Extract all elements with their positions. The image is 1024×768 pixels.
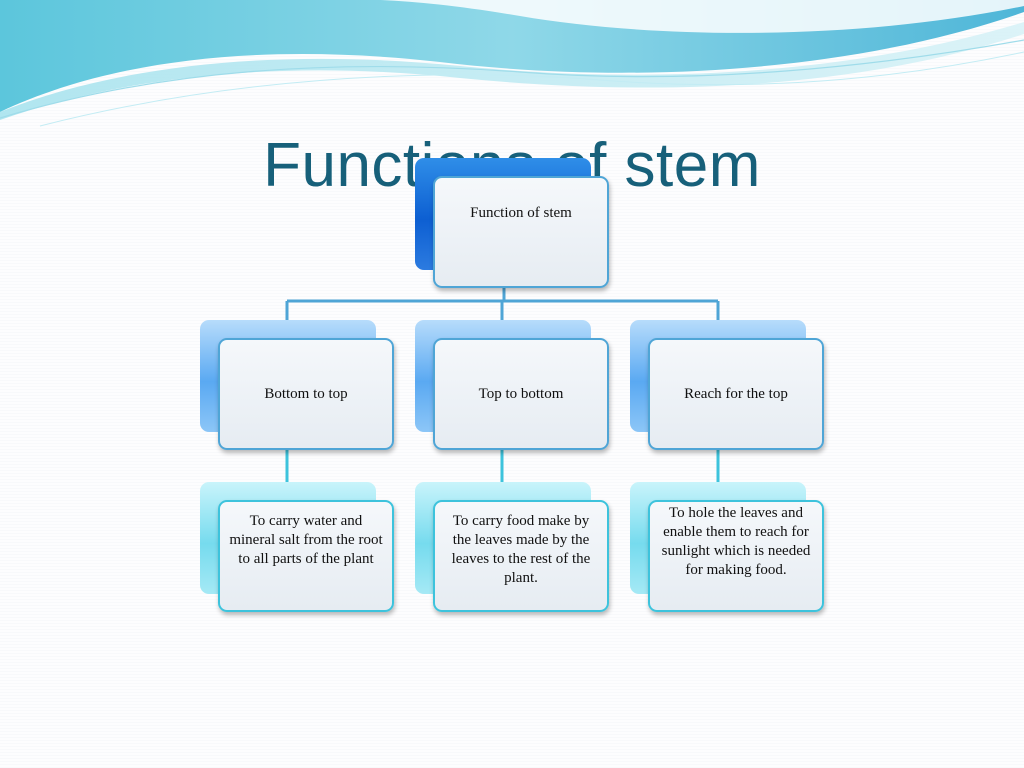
branch-node-2-box: Top to bottom bbox=[433, 338, 609, 450]
leaf-node-3-text: To hole the leaves and enable them to re… bbox=[661, 505, 811, 578]
branch-node-1-label: Bottom to top bbox=[264, 385, 348, 402]
leaf-node-2-text: To carry food make by the leaves made by… bbox=[451, 513, 591, 586]
branch-node-3-box: Reach for the top bbox=[648, 338, 824, 450]
root-node-box: Function of stem bbox=[433, 176, 609, 288]
branch-node-2-label: Top to bottom bbox=[478, 385, 564, 402]
leaf-node-1-text: To carry water and mineral salt from the… bbox=[229, 513, 383, 567]
leaf-node-1-box: To carry water and mineral salt from the… bbox=[218, 500, 394, 612]
wave-decoration bbox=[0, 0, 1024, 127]
root-node-label: Function of stem bbox=[470, 205, 572, 221]
branch-node-1-box: Bottom to top bbox=[218, 338, 394, 450]
leaf-node-2-box: To carry food make by the leaves made by… bbox=[433, 500, 609, 612]
leaf-node-3-box: To hole the leaves and enable them to re… bbox=[648, 500, 824, 612]
branch-node-3-label: Reach for the top bbox=[684, 385, 788, 402]
